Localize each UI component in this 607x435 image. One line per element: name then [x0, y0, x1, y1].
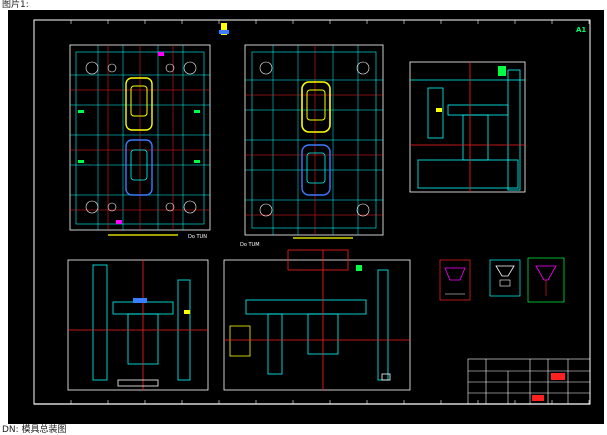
detail-view-1[interactable]: [439, 259, 471, 301]
detail-view-3[interactable]: [527, 257, 565, 303]
title-block[interactable]: [467, 358, 591, 405]
center-marker: [221, 23, 227, 35]
plan-view-left[interactable]: Do TUN: [69, 44, 211, 240]
section-view-bottom-middle[interactable]: [223, 249, 411, 391]
cad-drawing-viewport[interactable]: A1: [8, 10, 604, 424]
cad-drawing-canvas[interactable]: A1: [8, 10, 604, 424]
caption-bottom: DN: 模具总装图: [2, 425, 67, 435]
detail-view-2[interactable]: [489, 259, 521, 297]
caption-top: 图片1:: [2, 0, 29, 10]
plan-view-middle[interactable]: Do TUM: [240, 44, 384, 248]
section-view-bottom-left[interactable]: [67, 259, 209, 391]
section-view-top-right[interactable]: [409, 61, 526, 193]
drawing-border: [33, 19, 591, 405]
view-label-left: Do TUN: [188, 234, 207, 240]
sheet-size-label: A1: [576, 26, 586, 34]
view-label-middle: Do TUM: [240, 242, 260, 248]
border-ruler-ticks: [33, 20, 590, 404]
center-marker-base: [219, 30, 229, 34]
